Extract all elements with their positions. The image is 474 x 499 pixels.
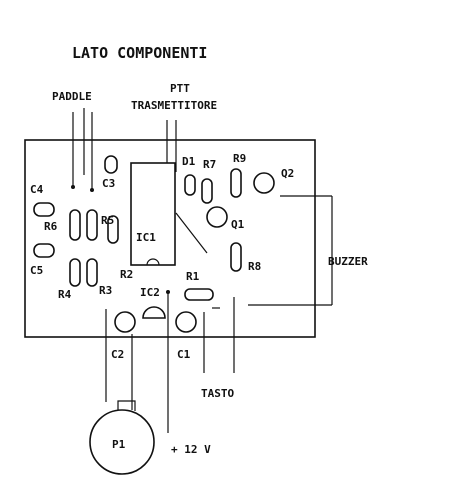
d1-component [184, 174, 196, 196]
label-tasto: TASTO [201, 387, 234, 400]
label-d1: D1 [182, 155, 196, 168]
label-ptt: PTT [170, 82, 190, 95]
diagram-title: LATO COMPONENTI [72, 44, 207, 62]
label-q1: Q1 [231, 218, 245, 231]
r3-component [86, 258, 98, 287]
label-r7: R7 [203, 158, 216, 171]
r8-component [230, 242, 242, 272]
label-r5: R5 [101, 214, 114, 227]
label-c5: C5 [30, 264, 43, 277]
supply-line [166, 290, 170, 433]
label-c3: C3 [102, 177, 115, 190]
label-supply: + 12 V [171, 443, 211, 456]
r5-component [86, 209, 98, 241]
ic1-chip [130, 162, 176, 266]
label-paddle: PADDLE [52, 90, 92, 103]
buzzer-wires [248, 195, 333, 306]
p1-potentiometer [89, 309, 155, 475]
label-r8: R8 [248, 260, 261, 273]
label-c4: C4 [30, 183, 44, 196]
r2-component [107, 215, 119, 244]
c5-component [33, 243, 55, 258]
label-r2: R2 [120, 268, 133, 281]
c3-component [104, 155, 118, 174]
label-ic1: IC1 [136, 231, 156, 244]
r7-component [201, 178, 213, 204]
r1-component [184, 288, 214, 301]
tasto-wires [203, 297, 235, 373]
board-outline [24, 139, 316, 338]
c1-component [175, 311, 197, 333]
q1-component [206, 206, 228, 228]
label-r9: R9 [233, 152, 246, 165]
label-p1: P1 [112, 438, 126, 451]
label-c2: C2 [111, 348, 124, 361]
c2-component [114, 311, 136, 333]
label-ic2: IC2 [140, 286, 160, 299]
ic2-component [142, 306, 166, 319]
r6-component [69, 209, 81, 241]
label-c1: C1 [177, 348, 191, 361]
c4-component [33, 202, 55, 217]
label-r6: R6 [44, 220, 58, 233]
label-trasmettitore: TRASMETTITORE [131, 99, 217, 112]
label-r4: R4 [58, 288, 72, 301]
label-r3: R3 [99, 284, 112, 297]
label-r1: R1 [186, 270, 200, 283]
paddle-wires [71, 108, 94, 192]
r9-component [230, 168, 242, 198]
label-buzzer: BUZZER [328, 255, 368, 268]
q2-component [253, 172, 275, 194]
r4-component [69, 258, 81, 287]
label-q2: Q2 [281, 167, 294, 180]
